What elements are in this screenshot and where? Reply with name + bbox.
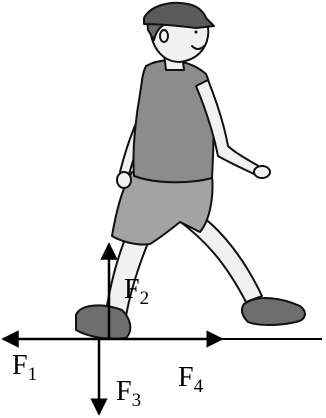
label-f4-subscript: 4 bbox=[193, 376, 204, 397]
cap bbox=[143, 1, 215, 29]
front-hand bbox=[253, 165, 271, 179]
back-hand bbox=[116, 171, 132, 189]
label-f3-subscript: 3 bbox=[131, 390, 142, 411]
shirt bbox=[132, 59, 215, 184]
label-f4-letter: F bbox=[178, 362, 194, 393]
front-leg bbox=[177, 211, 263, 303]
label-f1-letter: F bbox=[12, 350, 28, 381]
label-f3: F3 bbox=[116, 376, 142, 411]
smile bbox=[191, 45, 205, 50]
label-f2-subscript: 2 bbox=[139, 288, 150, 309]
label-f4: F4 bbox=[178, 362, 204, 397]
back-shoe bbox=[75, 304, 132, 340]
ear bbox=[159, 29, 169, 43]
front-shoe bbox=[240, 297, 306, 326]
label-f2-letter: F bbox=[124, 274, 140, 305]
label-f2: F2 bbox=[124, 274, 150, 309]
boy-figure bbox=[75, 1, 306, 340]
eye bbox=[194, 30, 198, 34]
label-f1-subscript: 1 bbox=[27, 364, 38, 385]
label-f1: F1 bbox=[12, 350, 38, 385]
label-f3-letter: F bbox=[116, 376, 132, 407]
